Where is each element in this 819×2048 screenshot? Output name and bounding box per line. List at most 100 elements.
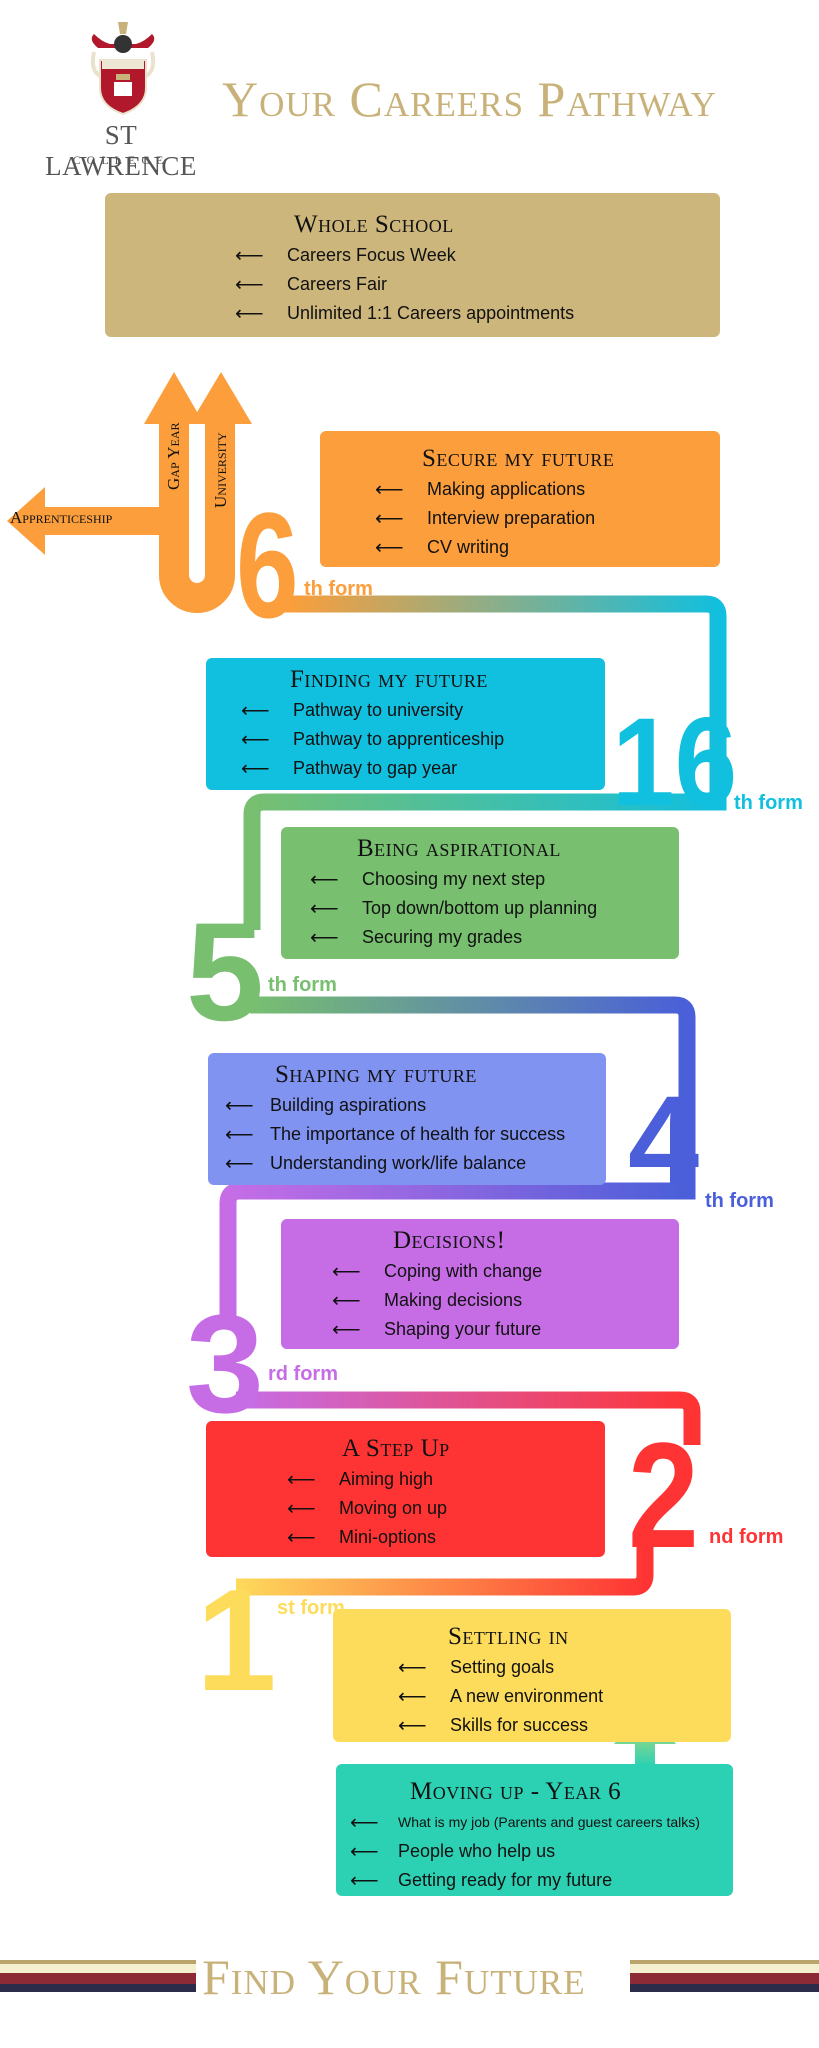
university-label: University	[211, 432, 230, 508]
arrow-left-icon: ⟵	[310, 926, 339, 949]
box-title: A Step Up	[342, 1435, 450, 1462]
list-item: ⟵ Coping with change	[332, 1257, 679, 1286]
arrow-left-icon: ⟵	[241, 728, 270, 751]
arrow-left-icon: ⟵	[235, 302, 264, 325]
u-shape	[159, 410, 235, 613]
item-label: People who help us	[398, 1841, 556, 1861]
list-item: ⟵ Setting goals	[398, 1653, 731, 1682]
exit-arrows	[7, 372, 252, 613]
path-segment-l6-5	[243, 790, 727, 930]
stage-suffix-1: st form	[277, 1597, 345, 1619]
arrow-left-icon: ⟵	[332, 1260, 361, 1283]
item-label: Pathway to apprenticeship	[293, 729, 505, 749]
arrow-left-icon: ⟵	[350, 1869, 379, 1892]
crest-icon	[90, 22, 156, 116]
stage-number-3: 3	[186, 1285, 264, 1442]
box-title: Whole School	[294, 211, 454, 238]
item-label: Coping with change	[384, 1261, 543, 1281]
stage-suffix-u6: th form	[304, 578, 373, 600]
stage-number-l6: 16	[612, 693, 738, 832]
gap-year-arrowhead	[144, 372, 204, 424]
item-label: Securing my grades	[362, 927, 523, 947]
arrow-left-icon: ⟵	[310, 897, 339, 920]
school-logo: St Lawrence College	[33, 20, 209, 181]
item-label: Mini-options	[339, 1527, 437, 1547]
arrow-left-icon: ⟵	[225, 1123, 254, 1146]
box-title: Shaping my future	[275, 1061, 477, 1088]
item-label: Setting goals	[450, 1657, 555, 1677]
arrow-left-icon: ⟵	[287, 1468, 316, 1491]
list-item: ⟵Careers Focus Week	[235, 241, 720, 270]
item-label: Pathway to university	[293, 700, 464, 720]
box-a-step-up: A Step Up ⟵ Aiming high ⟵ Moving on up ⟵ Mi…	[206, 1421, 605, 1557]
item-label: Unlimited 1:1 Careers appointments	[287, 303, 575, 323]
item-label: Skills for success	[450, 1715, 589, 1735]
box-title: Being aspirational	[357, 835, 561, 862]
list-item: ⟵ Pathway to gap year	[241, 754, 605, 783]
arrow-left-icon: ⟵	[332, 1318, 361, 1341]
item-label: Top down/bottom up planning	[362, 898, 598, 918]
page-title: Your Careers Pathway	[222, 71, 717, 127]
item-label: Getting ready for my future	[398, 1870, 613, 1890]
arrow-left-icon: ⟵	[241, 699, 270, 722]
list-item: ⟵ Securing my grades	[310, 923, 679, 952]
stage-suffix-5: th form	[268, 974, 337, 996]
stage-number-5: 5	[186, 893, 264, 1050]
box-title: Decisions!	[393, 1227, 506, 1254]
list-item: ⟵ Top down/bottom up planning	[310, 894, 679, 923]
arrow-left-icon: ⟵	[235, 244, 264, 267]
item-label: The importance of health for success	[270, 1124, 566, 1144]
arrow-left-icon: ⟵	[398, 1656, 427, 1679]
item-label: What is my job (Parents and guest career…	[398, 1814, 700, 1830]
arrow-left-icon: ⟵	[350, 1840, 379, 1863]
list-item: ⟵ Understanding work/life balance	[225, 1149, 606, 1178]
path-segment-2-1	[236, 1530, 654, 1596]
list-item: ⟵ Aiming high	[287, 1465, 605, 1494]
arrow-left-icon: ⟵	[375, 478, 404, 501]
list-item: ⟵Building aspirations	[225, 1091, 606, 1120]
left-stripes	[0, 1960, 196, 1992]
item-label: Aiming high	[339, 1469, 434, 1489]
list-item: ⟵Making decisions	[332, 1286, 679, 1315]
list-item: ⟵What is my job (Parents and guest caree…	[350, 1808, 733, 1837]
arrow-left-icon: ⟵	[398, 1685, 427, 1708]
stage-number-1: 1	[196, 1559, 277, 1721]
item-label: Building aspirations	[270, 1095, 427, 1115]
apprenticeship-label: Apprenticeship	[10, 508, 113, 527]
item-label: Shaping your future	[384, 1319, 542, 1339]
item-label: Pathway to gap year	[293, 758, 458, 778]
arrow-left-icon: ⟵	[225, 1152, 254, 1175]
stage-suffix-2: nd form	[709, 1526, 784, 1548]
path-segment-u6-l6	[285, 595, 727, 800]
box-shaping-my-future: Shaping my future ⟵Building aspirations …	[208, 1053, 606, 1185]
logo-sub: College	[72, 153, 170, 167]
box-whole-school: Whole School ⟵Careers Focus Week ⟵Career…	[105, 193, 720, 337]
arrow-left-icon: ⟵	[287, 1526, 316, 1549]
list-item: ⟵Skills for success	[398, 1711, 731, 1740]
list-item: ⟵Choosing my next step	[310, 865, 679, 894]
list-item: ⟵CV writing	[375, 533, 720, 562]
list-item: ⟵ Shaping your future	[332, 1315, 679, 1344]
item-label: Making decisions	[384, 1290, 523, 1310]
box-finding-my-future: Finding my future ⟵Pathway to university…	[206, 658, 605, 790]
box-decisions: Decisions! ⟵Coping with change ⟵Making d…	[281, 1219, 679, 1349]
stage-number-u6-six: 6	[236, 481, 299, 649]
box-moving-up-year-6: Moving up - Year 6 ⟵What is my job (Pare…	[336, 1764, 733, 1896]
arrow-left-icon: ⟵	[310, 868, 339, 891]
item-label: Understanding work/life balance	[270, 1153, 527, 1173]
arrow-left-icon: ⟵	[241, 757, 270, 780]
gap-year-label: Gap Year	[164, 422, 183, 490]
stage-suffix-4: th form	[705, 1190, 774, 1212]
arrow-left-icon: ⟵	[235, 273, 264, 296]
apprenticeship-arrowhead	[7, 487, 45, 555]
list-item: ⟵ Unlimited 1:1 Careers appointments	[235, 299, 720, 328]
list-item: ⟵ Getting ready for my future	[350, 1866, 733, 1895]
stage-number-4: 4	[628, 1070, 700, 1213]
logo-name: St Lawrence	[45, 120, 197, 181]
item-label: CV writing	[427, 537, 510, 557]
stage-suffix-l6: th form	[734, 792, 803, 814]
footer-stripes	[0, 1960, 819, 1992]
item-label: Moving on up	[339, 1498, 448, 1518]
